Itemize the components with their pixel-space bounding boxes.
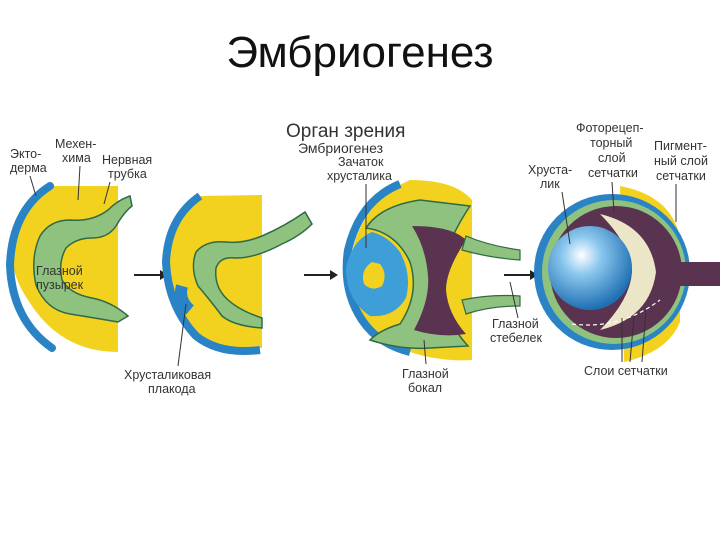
photoreceptor-layer [600, 214, 656, 330]
ectoderm-layer-1 [5, 182, 56, 352]
leader-optic-stalk [509, 281, 519, 319]
leader-retina-layers-3 [641, 309, 647, 363]
label-ectoderm-1: Экто- [10, 147, 41, 161]
figure-header: Орган зрения [286, 121, 405, 142]
label-lens-bud-1: Зачаток [338, 155, 384, 169]
leader-lens-placode [177, 303, 187, 367]
label-optic-cup-1: Глазной [402, 367, 449, 381]
arrow-2-head [330, 270, 338, 280]
neural-fold-2 [192, 210, 313, 329]
label-pigment-1: Пигмент- [654, 139, 707, 153]
labels: Экто- дерма Мехен- хима Нервная трубка Г… [10, 121, 708, 396]
label-optic-stalk-2: стебелек [490, 331, 542, 345]
slide-title: Эмбриогенез [226, 28, 494, 77]
label-mesenchyme-2: хима [62, 151, 91, 165]
pigment-region-3 [412, 226, 466, 336]
optic-vesicle-shape [33, 195, 133, 323]
label-lens-1: Хруста- [528, 163, 572, 177]
label-photoreceptor-3: слой [598, 151, 626, 165]
label-neural-tube-2: трубка [108, 167, 147, 181]
placode-thickening [175, 284, 195, 315]
label-lens-placode-2: плакода [148, 382, 196, 396]
ectoderm-layer-2 [161, 192, 261, 356]
stage-formed-eye [534, 186, 720, 362]
label-photoreceptor-2: торный [590, 136, 632, 150]
label-optic-stalk-1: Глазной [492, 317, 539, 331]
leader-neural-tube [103, 181, 111, 205]
label-pigment-3: сетчатки [656, 169, 706, 183]
label-mesenchyme-1: Мехен- [55, 137, 96, 151]
label-photoreceptor-1: Фоторецеп- [576, 121, 644, 135]
lens-sphere [548, 226, 632, 310]
stage-lens-placode [161, 192, 338, 356]
label-neural-tube-1: Нервная [102, 153, 152, 167]
lens-bud [346, 232, 408, 317]
label-lens-placode-1: Хрусталиковая [124, 368, 211, 382]
leader-optic-cup [423, 339, 427, 365]
label-optic-vesicle-2: пузырек [36, 278, 84, 292]
label-optic-cup-2: бокал [408, 381, 442, 395]
leader-ectoderm [29, 175, 37, 197]
optic-nerve [680, 262, 720, 286]
label-photoreceptor-4: сетчатки [588, 166, 638, 180]
leader-photoreceptor [611, 181, 615, 213]
stage-optic-cup [342, 180, 538, 361]
label-lens-bud-2: хрусталика [327, 169, 392, 183]
stage-optic-vesicle [5, 182, 168, 352]
leader-lens [561, 191, 571, 245]
arrow-3-head [530, 270, 538, 280]
figure-subheader: Эмбриогенез [298, 140, 383, 156]
label-optic-vesicle-1: Глазной [36, 264, 83, 278]
label-ectoderm-2: дерма [10, 161, 47, 175]
label-pigment-2: ный слой [654, 154, 708, 168]
label-retina-layers: Слои сетчатки [584, 364, 668, 378]
label-lens-2: лик [540, 177, 560, 191]
retina-dashes [571, 299, 661, 326]
optic-stalk [461, 235, 521, 315]
leader-mesenchyme [77, 165, 81, 201]
leader-retina-layers-2 [629, 315, 635, 363]
